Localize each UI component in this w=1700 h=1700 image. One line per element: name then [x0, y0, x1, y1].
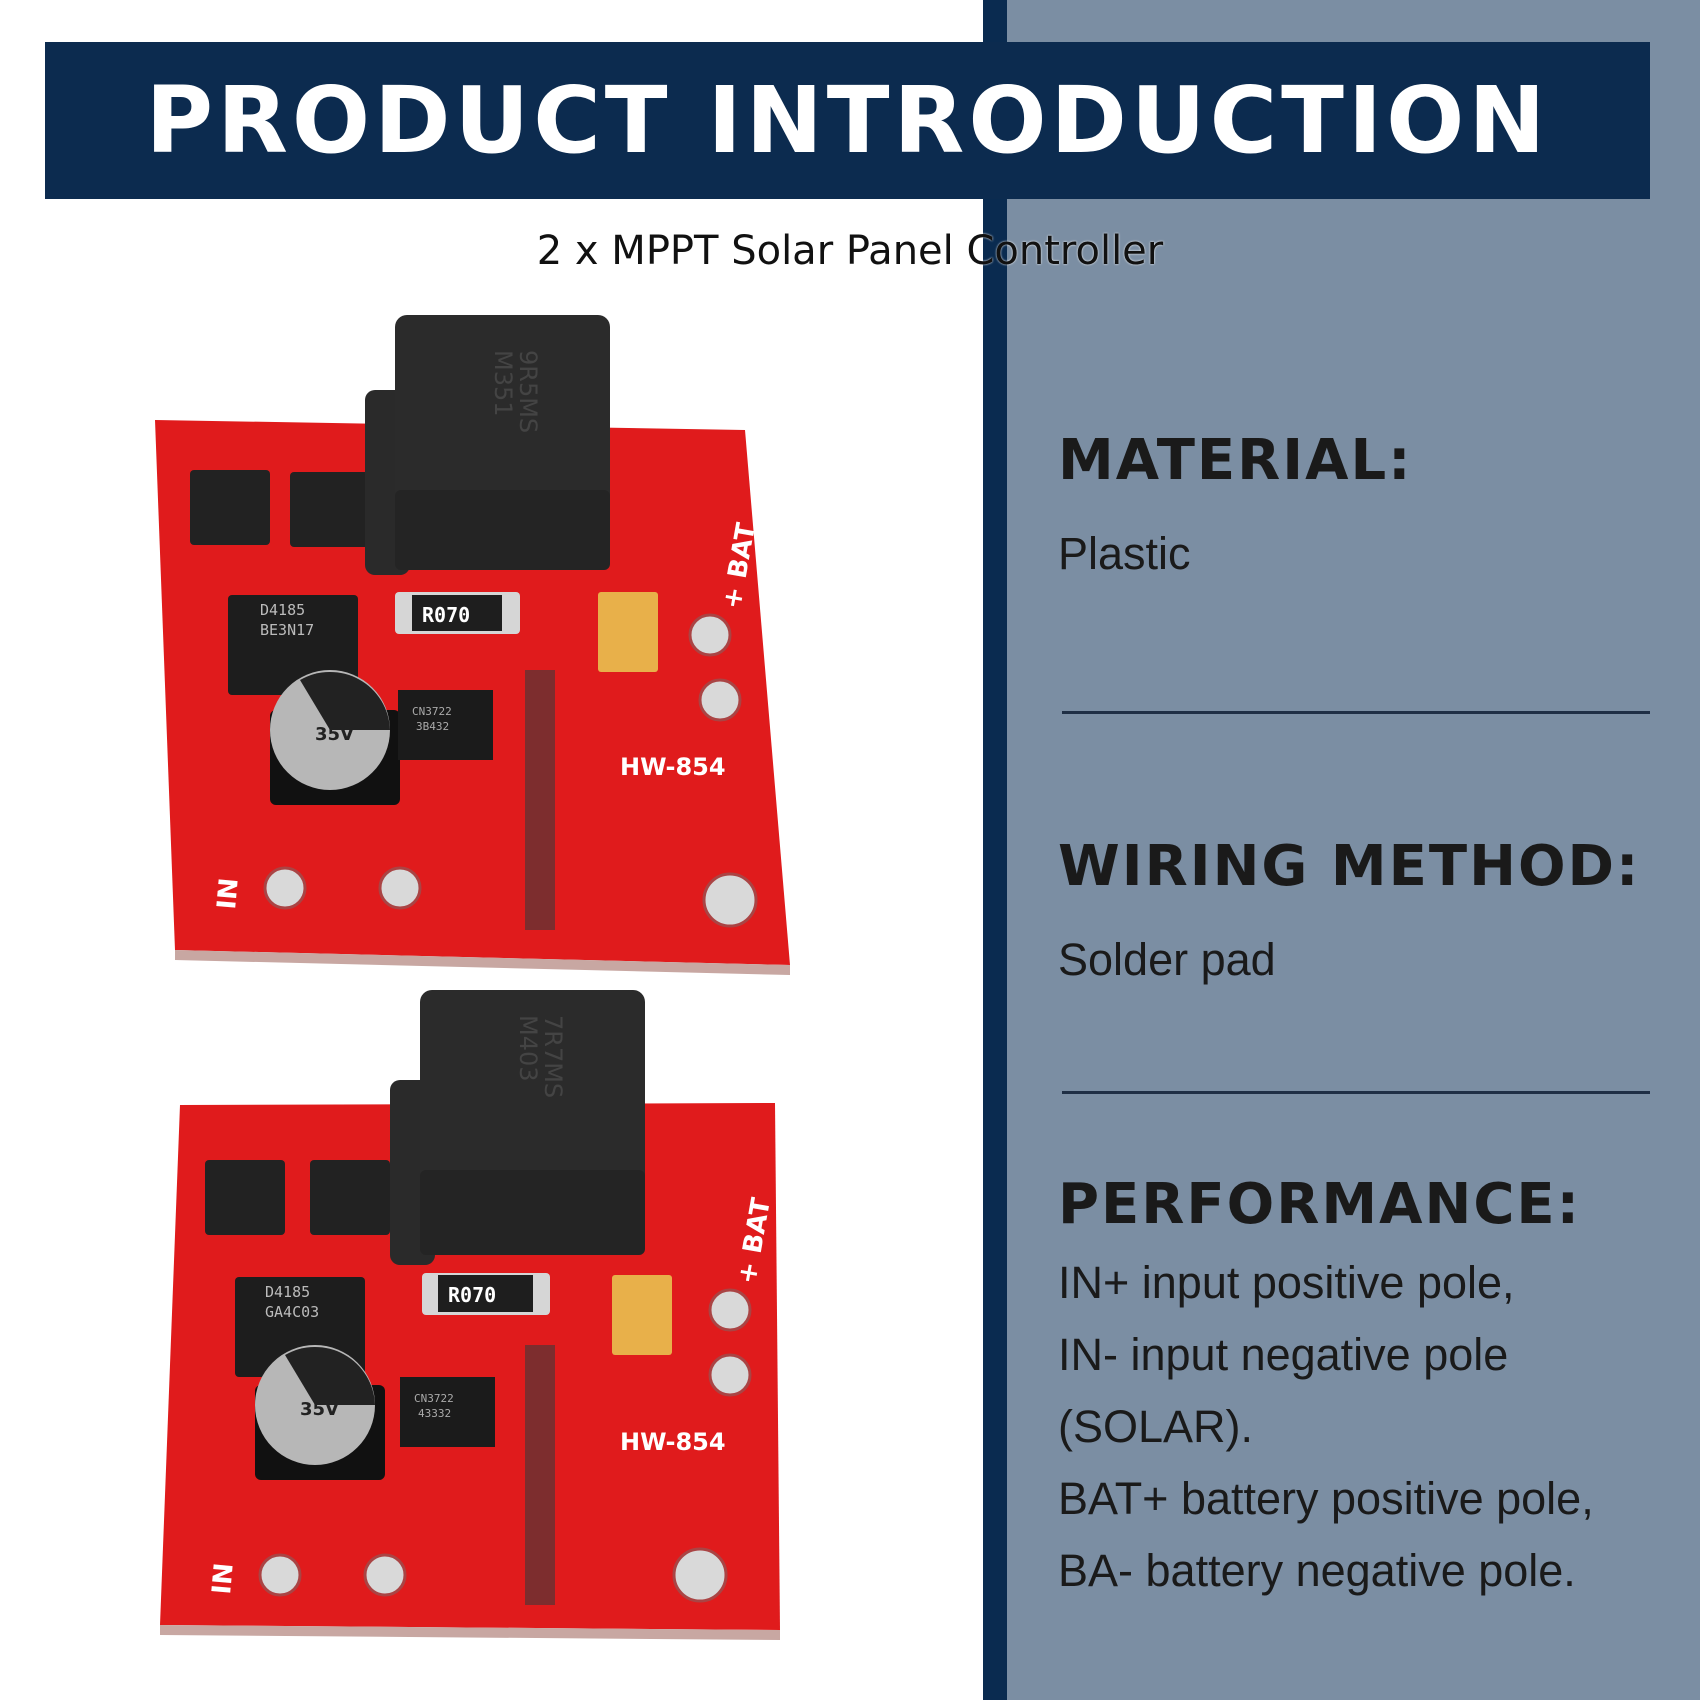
model-label: HW-854 [620, 753, 726, 781]
spec-heading-performance: PERFORMANCE: [1058, 1172, 1582, 1237]
capacitor-label: 35V [315, 724, 354, 745]
board-illustration: D4185 BE3N17 35V CN3722 3B432 9R5MS M351… [155, 315, 790, 975]
chip-label: 3B432 [416, 720, 449, 733]
inductor-label: 9R5MS [514, 350, 542, 433]
board-photo-bottom: D4185 GA4C03 35V CN3722 43332 7R7MS M403… [150, 985, 810, 1660]
ic-label: D4185 [265, 1283, 310, 1301]
spec-heading-wiring: WIRING METHOD: [1058, 834, 1641, 899]
inductor-label: M403 [514, 1015, 542, 1082]
spec-value-performance-line: IN- input negative pole [1058, 1329, 1509, 1380]
ic-label: GA4C03 [265, 1303, 319, 1321]
chip-label: CN3722 [414, 1392, 454, 1405]
spec-value-wiring: Solder pad [1058, 934, 1276, 985]
spec-value-performance-line: BAT+ battery positive pole, [1058, 1473, 1594, 1524]
spec-value-performance-line: BA- battery negative pole. [1058, 1545, 1576, 1596]
resistor-label: R070 [422, 603, 470, 627]
spec-panel-background [983, 0, 1700, 1700]
in-label: IN [207, 1562, 240, 1596]
banner-title: PRODUCT INTRODUCTION [145, 66, 1550, 174]
inductor-label: 7R7MS [539, 1015, 567, 1098]
spec-value-performance-line: IN+ input positive pole, [1058, 1257, 1515, 1308]
board-photo-top: D4185 BE3N17 35V CN3722 3B432 9R5MS M351… [150, 310, 810, 985]
ic-label: D4185 [260, 601, 305, 619]
ic-label: BE3N17 [260, 621, 314, 639]
divider [1062, 711, 1650, 714]
product-subtitle: 2 x MPPT Solar Panel Controller [536, 228, 1164, 274]
chip-label: CN3722 [412, 705, 452, 718]
inductor-label: M351 [489, 350, 517, 417]
navy-stripe [983, 0, 1007, 1700]
capacitor-label: 35V [300, 1399, 339, 1420]
spec-value-performance-line: (SOLAR). [1058, 1401, 1254, 1452]
resistor-label: R070 [448, 1283, 496, 1307]
spec-heading-material: MATERIAL: [1058, 428, 1413, 493]
spec-value-material: Plastic [1058, 528, 1191, 579]
board-illustration: D4185 GA4C03 35V CN3722 43332 7R7MS M403… [160, 990, 780, 1640]
in-label: IN [212, 877, 245, 911]
divider [1062, 1091, 1650, 1094]
chip-label: 43332 [418, 1407, 451, 1420]
title-banner: PRODUCT INTRODUCTION [45, 42, 1650, 199]
model-label: HW-854 [620, 1428, 726, 1456]
